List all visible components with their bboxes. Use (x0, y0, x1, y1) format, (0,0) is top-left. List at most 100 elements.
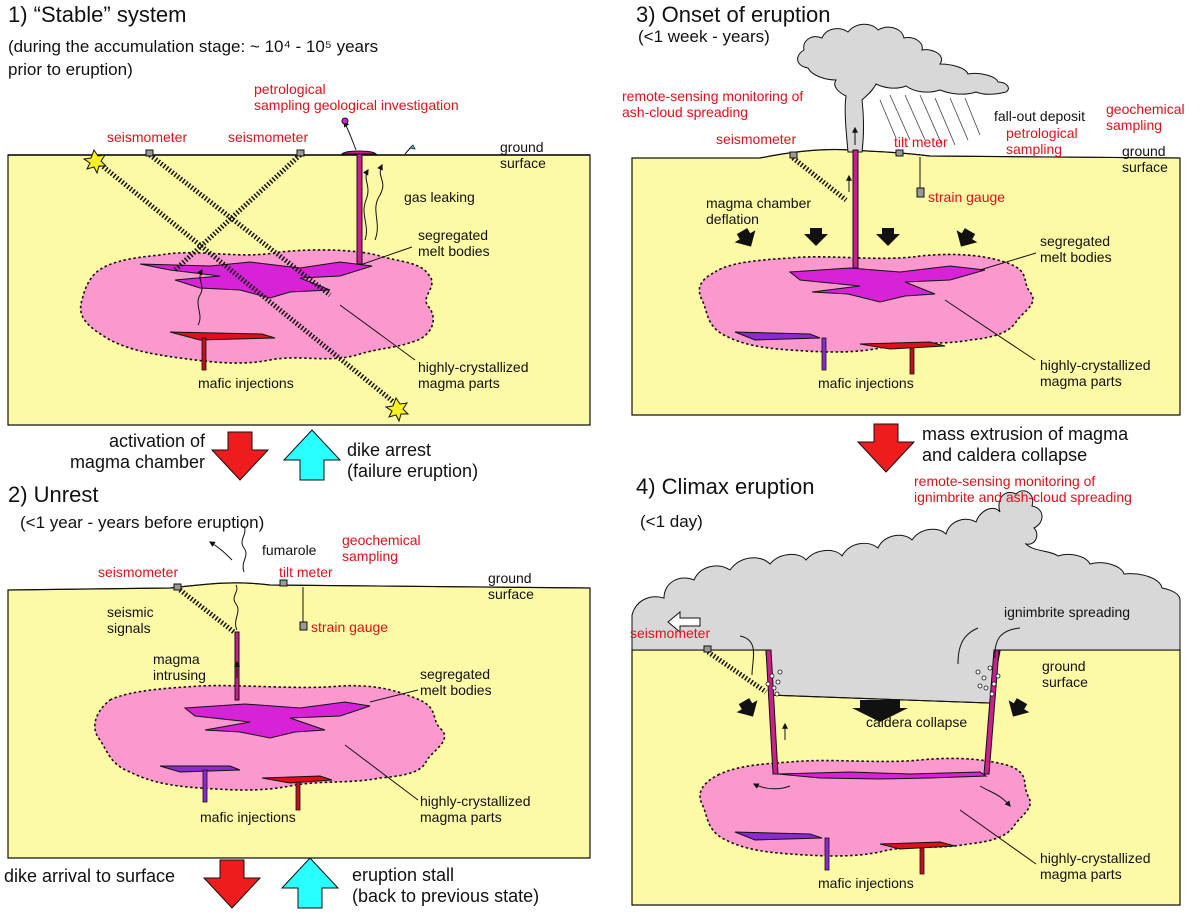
panel4-title: 4) Climax eruption (636, 474, 815, 499)
transition-3: mass extrusion of magma and caldera coll… (856, 423, 1129, 473)
star-icon (384, 396, 410, 423)
strain-gauge-icon (299, 621, 308, 631)
label-ignimbrite-ash: ignimbrite and ash-cloud spreading (914, 489, 1132, 505)
down-arrow-red (202, 859, 262, 909)
label-petrological: petrological (254, 81, 326, 97)
left-spread-arrow (667, 610, 701, 634)
label-geochemical: geochemical (342, 532, 421, 548)
label-mafic-injections: mafic injections (200, 809, 296, 825)
label-highly-crystallized: highly-crystallized (1040, 850, 1150, 866)
label-seismometer: seismometer (107, 129, 187, 145)
seismometer-icon (703, 645, 712, 653)
panel-onset-of-eruption: 3) Onset of eruption (<1 week - years) r… (622, 2, 1185, 416)
label-caldera-collapse: caldera collapse (866, 714, 967, 730)
label-magma-chamber: magma chamber (706, 195, 811, 211)
panel-stable-system: 1) “Stable” system (during the accumulat… (7, 2, 591, 426)
mafic-injection-2b (261, 775, 333, 784)
label-failure-eruption: (failure eruption) (347, 461, 478, 481)
dike-1 (356, 153, 363, 265)
up-arrow-cyan (280, 857, 340, 909)
panel1-subtitle-1: (during the accumulation stage: ~ 10⁴ - … (8, 37, 378, 56)
mafic-injection-3b (859, 341, 946, 350)
label-seismometer: seismometer (98, 564, 178, 580)
label-petrological: petrological (1006, 125, 1078, 141)
melt-bodies-4 (777, 771, 988, 780)
label-ground: ground (500, 139, 544, 155)
label-back-to-previous: (back to previous state) (352, 886, 539, 906)
label-petro-sampling: sampling (1006, 141, 1062, 157)
label-seismic: seismic (107, 604, 154, 620)
label-tilt-meter: tilt meter (894, 134, 948, 150)
label-surface: surface (488, 586, 534, 602)
panel1-subtitle-2: prior to eruption) (8, 60, 133, 79)
melt-bodies-2 (183, 701, 371, 739)
dike-vent-1 (340, 150, 378, 155)
label-ground: ground (488, 570, 532, 586)
label-magma-parts: magma parts (1040, 373, 1122, 389)
down-arrow-red (210, 431, 270, 481)
panel4-subtitle: (<1 day) (640, 512, 703, 531)
label-eruption-stall: eruption stall (352, 865, 454, 885)
label-seismometer: seismometer (716, 131, 796, 147)
seismometer-icon (789, 151, 798, 159)
label-mafic-injections: mafic injections (198, 375, 294, 391)
seismometer-icon (173, 583, 182, 591)
label-surface: surface (1122, 159, 1168, 175)
label-magma-chamber: magma chamber (70, 452, 205, 472)
label-dike-arrest: dike arrest (347, 440, 431, 460)
mafic-injection-4 (734, 831, 823, 841)
down-arrow-red (856, 423, 916, 473)
ash-plume (797, 23, 1009, 153)
label-remote-sensing: remote-sensing monitoring of (622, 88, 803, 104)
label-surface: surface (500, 155, 546, 171)
label-strain-gauge: strain gauge (311, 619, 388, 635)
transition-1: activation of magma chamber dike arrest … (70, 429, 478, 481)
fall-out-lines (879, 94, 981, 146)
label-highly-crystallized: highly-crystallized (418, 359, 528, 375)
up-arrow-cyan (282, 429, 342, 481)
panel2-subtitle: (<1 year - years before eruption) (20, 513, 264, 532)
dike-3 (852, 149, 859, 269)
panel1-title: 1) “Stable” system (8, 2, 187, 27)
label-segregated: segregated (420, 666, 490, 682)
label-signals: signals (107, 620, 151, 636)
label-ignimbrite-spreading: ignimbrite spreading (1004, 604, 1130, 620)
label-gas-leaking: gas leaking (404, 189, 475, 205)
panel3-title: 3) Onset of eruption (636, 2, 830, 27)
transition-2: dike arrival to surface eruption stall (… (4, 857, 539, 909)
label-caldera-collapse: and caldera collapse (922, 445, 1087, 465)
label-segregated: segregated (1040, 233, 1110, 249)
label-mafic-injections: mafic injections (818, 375, 914, 391)
mafic-injection-4b (879, 841, 956, 850)
mafic-injection-2 (159, 765, 241, 773)
label-magma: magma (153, 651, 200, 667)
label-highly-crystallized: highly-crystallized (420, 793, 530, 809)
label-melt-bodies: melt bodies (420, 682, 492, 698)
label-geological-investigation: sampling geological investigation (254, 97, 459, 113)
mafic-injection-1 (169, 331, 276, 341)
ring-dike-left (765, 649, 779, 775)
label-sampling: sampling (1106, 117, 1162, 133)
panel2-title: 2) Unrest (8, 482, 98, 507)
pyroclast-dots (765, 665, 1001, 697)
label-mass-extrusion: mass extrusion of magma (922, 424, 1129, 444)
label-melt-bodies: melt bodies (1040, 249, 1112, 265)
label-remote-sensing: remote-sensing monitoring of (914, 473, 1095, 489)
label-ash-cloud: ash-cloud spreading (622, 104, 748, 120)
melt-bodies-3 (788, 265, 986, 303)
magma-chamber-4 (699, 757, 1031, 857)
collapse-arrows (736, 698, 1030, 722)
label-seismometer: seismometer (630, 625, 710, 641)
label-seismometer: seismometer (228, 129, 308, 145)
label-surface: surface (1042, 674, 1088, 690)
label-segregated: segregated (418, 227, 488, 243)
deflation-arrows (734, 228, 978, 247)
seismometer-icon (296, 149, 305, 157)
label-melt-bodies: melt bodies (418, 243, 490, 259)
panel-unrest: 2) Unrest (<1 year - years before erupti… (7, 482, 591, 859)
label-geochemical: geochemical (1106, 101, 1185, 117)
star-icon (82, 148, 108, 175)
label-activation: activation of (109, 431, 206, 451)
panel3-subtitle: (<1 week - years) (638, 27, 770, 46)
